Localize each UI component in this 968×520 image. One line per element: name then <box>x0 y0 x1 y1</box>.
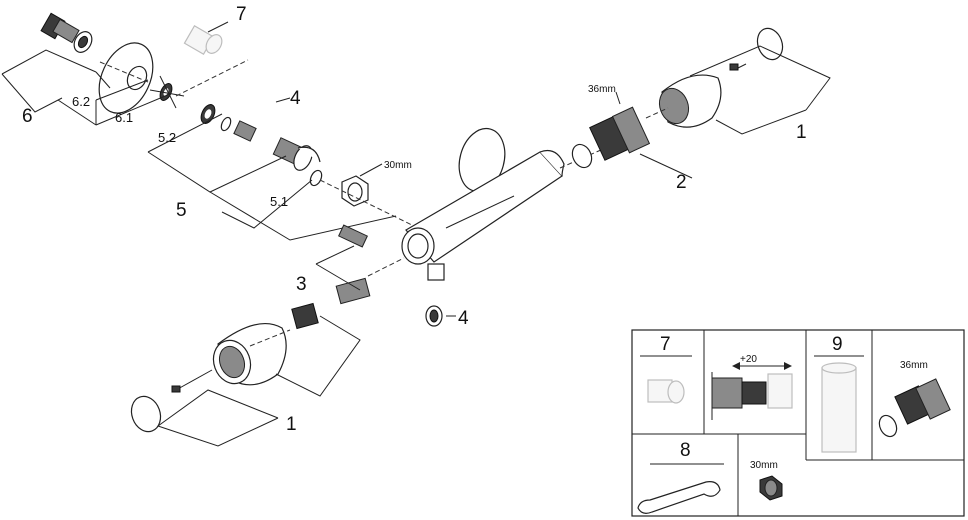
inset-label-8: 8 <box>680 440 691 461</box>
inset-label-9: 9 <box>832 334 843 355</box>
handle-part <box>212 322 287 386</box>
escutcheon-part <box>98 42 154 114</box>
callout-6: 6 <box>22 106 33 127</box>
group-2-cartridge: 36mm 2 <box>571 84 693 193</box>
s-union-part <box>40 12 93 53</box>
inset-cell-extension: +20 <box>711 354 793 420</box>
group-5-check-valve-set: 5 5.2 5.1 30mm 4 <box>147 88 415 241</box>
callout-4-top: 4 <box>290 88 301 109</box>
callout-7: 7 <box>236 4 247 25</box>
spare-parts-inset: 7 +20 9 36mm <box>631 329 965 517</box>
callout-6-1: 6.1 <box>115 110 133 125</box>
inset-cell-9: 9 <box>814 334 864 453</box>
inset-cartridge-size: 36mm <box>900 360 928 371</box>
washer-part <box>149 75 185 109</box>
inset-cell-cartridge: 36mm <box>878 360 951 438</box>
group-1-top-handle: 1 <box>645 27 831 143</box>
callout-1-bottom: 1 <box>286 414 297 435</box>
group-3-4-parts: 3 4 <box>291 224 469 330</box>
inset-nut-size: 30mm <box>750 460 778 471</box>
group-1-temperature-handle: 1 <box>130 315 361 447</box>
callout-1-top: 1 <box>796 122 807 143</box>
callout-6-2: 6.2 <box>72 94 90 109</box>
callout-5: 5 <box>176 200 187 221</box>
inset-cell-nut: 30mm <box>750 460 783 501</box>
ghost-part-7 <box>183 25 223 55</box>
callout-3: 3 <box>296 274 307 295</box>
inset-label-7: 7 <box>660 334 671 355</box>
inset-cell-7: 7 <box>640 334 692 404</box>
cartridge-wrench-size: 36mm <box>588 84 616 95</box>
nut-wrench-size: 30mm <box>384 160 412 171</box>
group-6-wall-connection: 6 6.2 6.1 7 <box>1 4 249 127</box>
callout-4-bottom: 4 <box>458 308 469 329</box>
callout-2: 2 <box>676 172 687 193</box>
check-valve-part <box>272 137 321 171</box>
small-nut-part <box>425 305 443 327</box>
callout-5-1: 5.1 <box>270 194 288 209</box>
thermostat-body <box>367 127 611 281</box>
extension-dimension: +20 <box>740 354 757 365</box>
wrench-icon <box>637 481 721 514</box>
callout-5-2: 5.2 <box>158 130 176 145</box>
inset-cell-8: 8 <box>637 440 724 514</box>
hex-nut-part <box>341 175 369 207</box>
